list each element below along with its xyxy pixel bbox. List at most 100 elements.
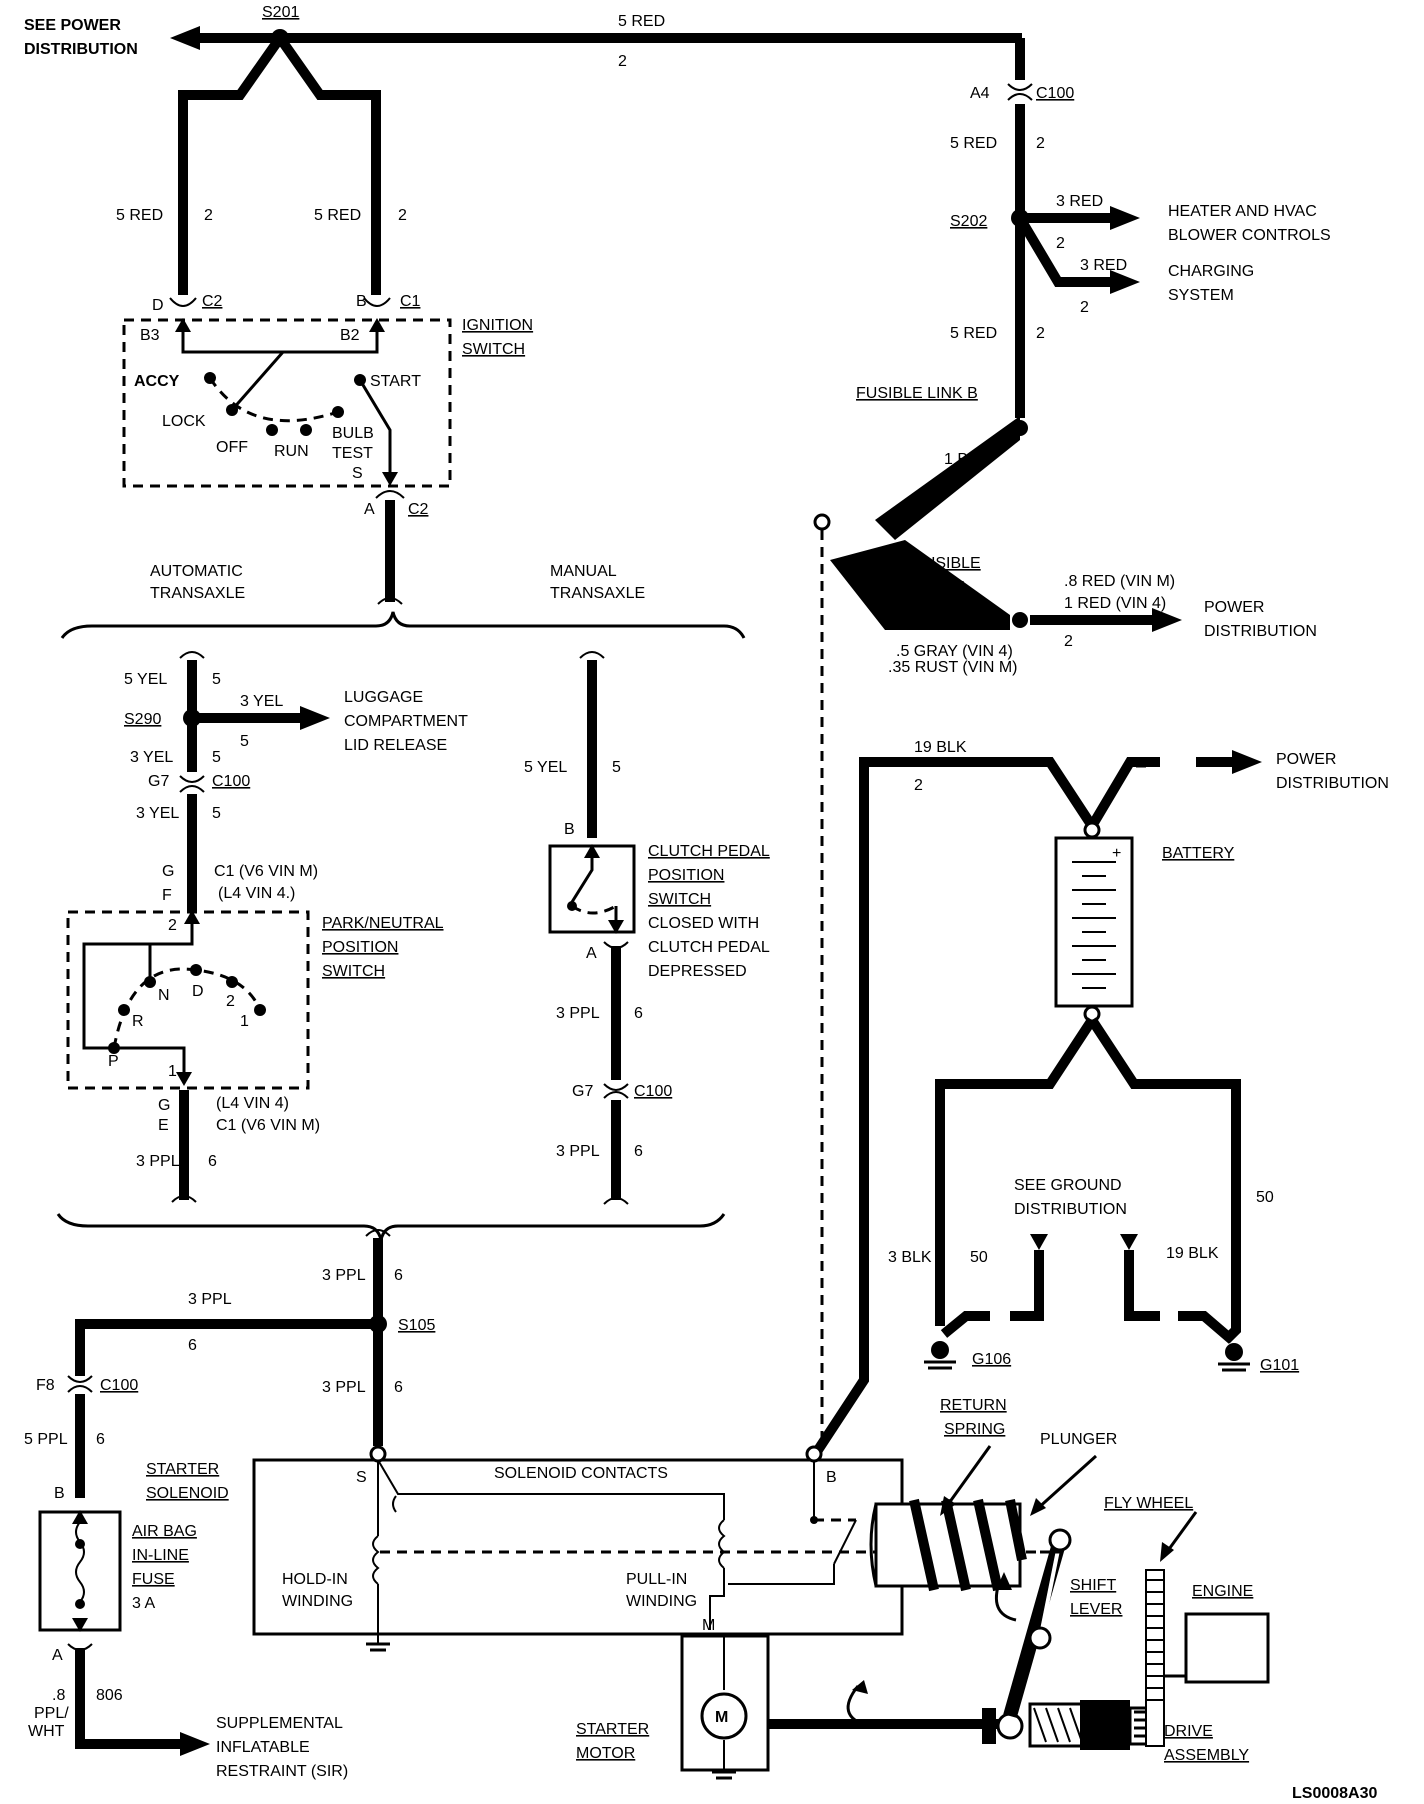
starter-solenoid: STARTER SOLENOID S B SOLENOID CONTACTS H… [146,1397,1117,1652]
auto-pin-g2: G [158,1097,170,1114]
ground-icon [366,1630,390,1652]
auto-circ1: 5 [212,671,221,688]
g106-label: G106 [972,1351,1011,1368]
manual-transaxle-2: TRANSAXLE [550,585,645,602]
airbag-out-circ: 806 [96,1687,123,1704]
shift-lever-1: SHIFT [1070,1577,1116,1594]
ign-off: OFF [216,439,248,456]
clutch-note-1: CLOSED WITH [648,915,759,932]
airbag-dest-2: INFLATABLE [216,1739,310,1756]
clutch-note-3: DEPRESSED [648,963,747,980]
solenoid-term-m: M [702,1617,715,1634]
ign-start: START [370,373,421,390]
lug-dest-3: LID RELEASE [344,737,447,754]
auto-c1-text: C1 (V6 VIN M) [214,863,318,880]
fuse-element-icon [75,1521,85,1603]
airbag-dest-3: RESTRAINT (SIR) [216,1763,348,1780]
s202-below-circuit: 2 [1036,325,1045,342]
man-c100: C100 [634,1083,672,1100]
s202-heater-circuit: 2 [1056,235,1065,252]
battery-left-circ: 50 [970,1249,988,1266]
ign-pin-b: B [356,293,367,310]
auto-wire4: 3 PPL [136,1153,180,1170]
fusible-dest-1: POWER [1204,599,1264,616]
pn-term-2: 2 [168,917,177,934]
connector-c100-top-icon [1007,83,1033,91]
auto-pin-f: F [162,887,172,904]
ign-lock: LOCK [162,413,206,430]
ign-bulb: BULB [332,425,374,442]
ign-c2: C2 [202,293,223,310]
drive-assembly-1: DRIVE [1164,1723,1213,1740]
connector-c1-icon [363,297,391,307]
fusible-link-b-label: FUSIBLE LINK B [856,385,978,402]
fusible-e-wire-1: .5 GRAY (VIN 4) [896,643,1013,660]
fly-wheel-label: FLY WHEEL [1104,1495,1193,1512]
s105-below-wire: 3 PPL [322,1379,366,1396]
battery-right-circ: 50 [1256,1189,1274,1206]
ign-b3: B3 [140,327,160,344]
airbag-pin-b: B [54,1485,65,1502]
airbag-fuse-box [38,1510,122,1632]
s202-heater-wire: 3 RED [1056,193,1103,210]
auto-c1b: C1 (V6 VIN M) [216,1117,320,1134]
man-wire3: 3 PPL [556,1143,600,1160]
man-circ3: 6 [634,1143,643,1160]
pn-term-1: 1 [168,1063,177,1080]
man-pin-b: B [564,821,575,838]
airbag-c100: C100 [100,1377,138,1394]
pn-pos-n: N [158,987,170,1004]
man-wire2: 3 PPL [556,1005,600,1022]
fusible-link-b [875,416,1020,540]
connector-icon [375,490,405,499]
auto-pin-g: G [162,863,174,880]
top-power-feed: SEE POWER DISTRIBUTION S201 5 RED 2 5 RE… [24,4,1022,295]
fusible-link-e [830,540,1010,630]
arrow-right-icon [1110,206,1140,230]
pn-title-2: POSITION [322,939,398,956]
pn-pos-2: 2 [226,993,235,1010]
pn-pos-p: P [108,1053,119,1070]
fusible-out-wire-1: .8 RED (VIN M) [1064,573,1175,590]
hold-in-1: HOLD-IN [282,1571,348,1588]
battery-wire-top: 19 BLK [914,739,967,756]
airbag-title-1: AIR BAG [132,1523,197,1540]
connector-icon [603,1083,629,1091]
ign-accy: ACCY [134,373,180,390]
battery-left-wire: 3 BLK [888,1249,932,1266]
s105-section: 3 PPL 6 S105 3 PPL 6 3 PPL 6 [56,1213,726,1446]
airbag-pin-a: A [52,1647,63,1664]
ground-g101-icon [1218,1343,1250,1372]
man-circ2: 6 [634,1005,643,1022]
fusible-link-e-label-2: LINK E [914,579,965,596]
s105-below-circ: 6 [394,1379,403,1396]
auto-c100: C100 [212,773,250,790]
ign-run: RUN [274,443,309,460]
ign-pin-d: D [152,297,164,314]
battery-circ-top: 2 [914,777,923,794]
figure-id: LS0008A30 [1292,1785,1377,1802]
fusible-out-wire-2: 1 RED (VIN 4) [1064,595,1166,612]
auto-circ2: 5 [212,749,221,766]
fusible-link-b-wire: 1 BLK [944,451,988,468]
airbag-out-wire-3: WHT [28,1723,65,1740]
solenoid-term-s: S [356,1469,367,1486]
airbag-dest-1: SUPPLEMENTAL [216,1715,343,1732]
ign-c1: C1 [400,293,421,310]
battery-box [1054,836,1134,1008]
drive-assembly-2: ASSEMBLY [1164,1747,1249,1764]
airbag-out-wire-2: PPL/ [34,1705,69,1722]
lug-dest-2: COMPARTMENT [344,713,468,730]
fusible-e-wire-2: .35 RUST (VIN M) [888,659,1018,676]
fusible-dest-2: DISTRIBUTION [1204,623,1317,640]
battery-label: BATTERY [1162,845,1235,862]
battery-section: 19 BLK 2 POWER DISTRIBUTION + BATTERY SE… [813,739,1389,1453]
return-spring-2: SPRING [944,1421,1005,1438]
airbag-wire: 5 PPL [24,1431,68,1448]
c100-top-conn: C100 [1036,85,1074,102]
s201-label: S201 [262,4,299,21]
clutch-title-2: POSITION [648,867,724,884]
fusible-link-e-label-1: FUSIBLE [914,555,981,572]
auto-wire3: 3 YEL [136,805,179,822]
